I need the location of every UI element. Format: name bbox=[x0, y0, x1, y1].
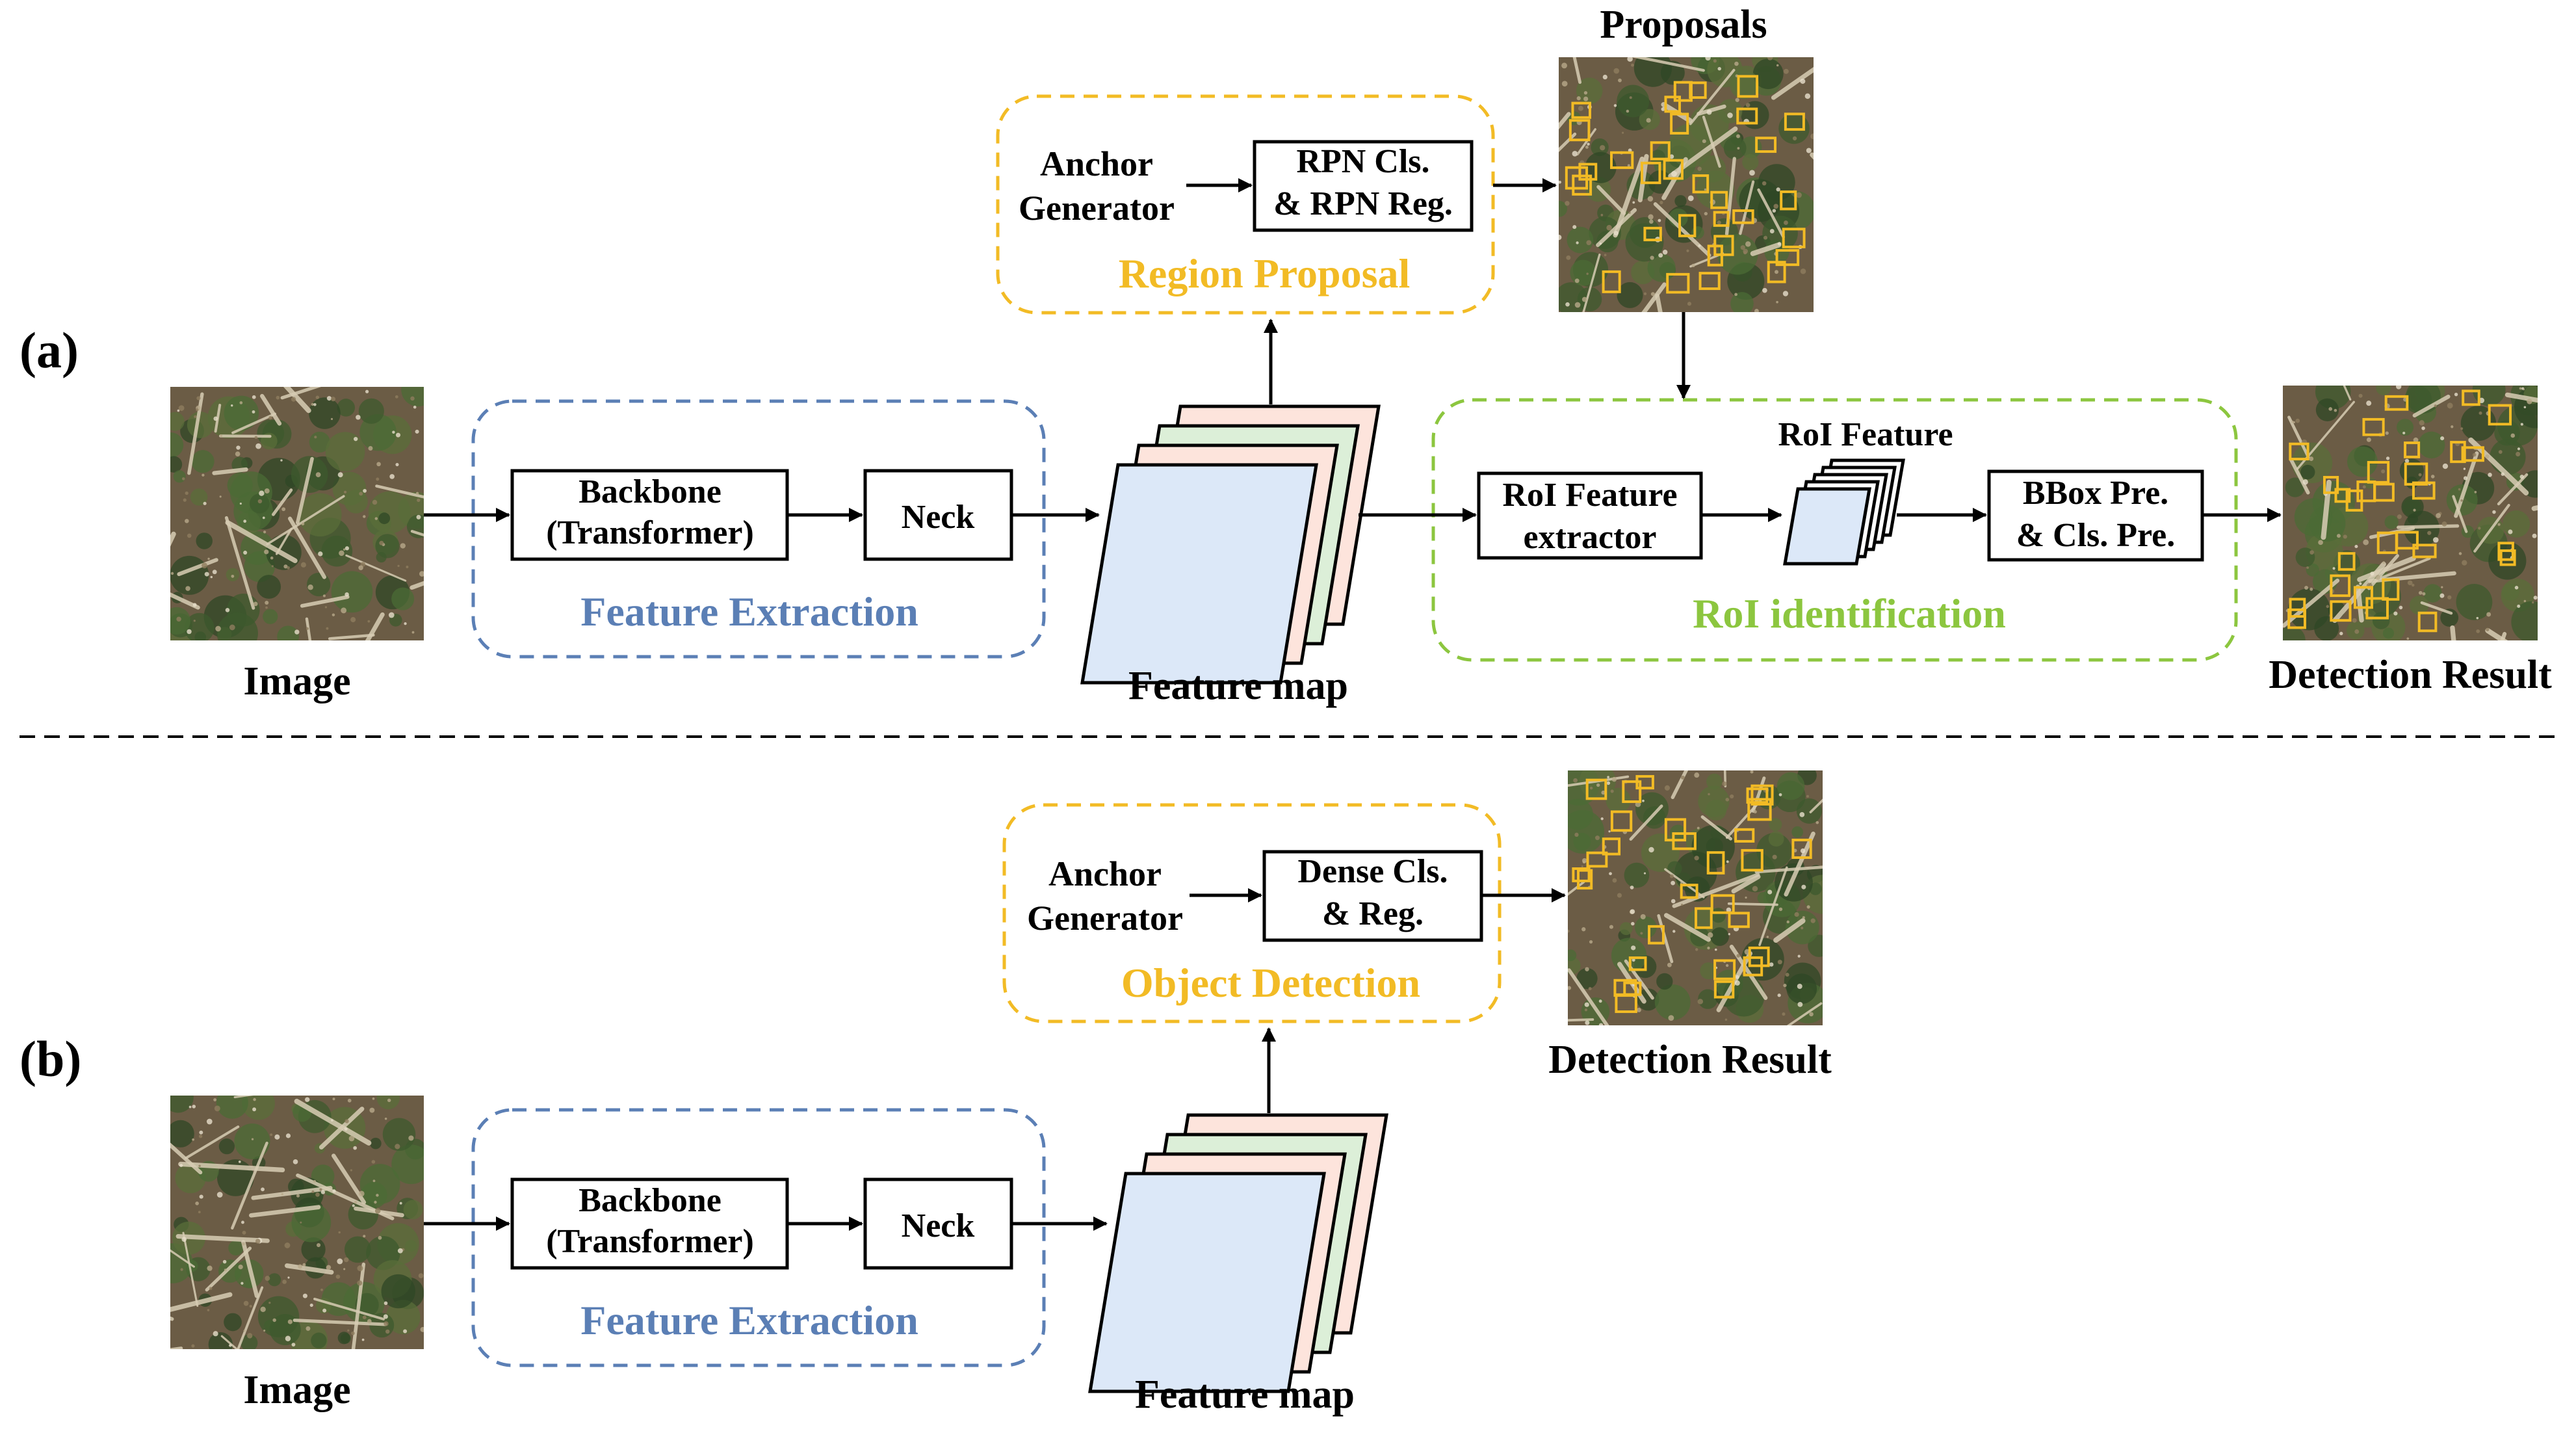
neck-label-a: Neck bbox=[902, 499, 975, 536]
backbone-line1-b: Backbone bbox=[579, 1182, 722, 1219]
arrows-a bbox=[424, 178, 2282, 522]
rpn-line2: & RPN Reg. bbox=[1273, 185, 1453, 222]
neck-box-a bbox=[863, 469, 1013, 561]
feature-extraction-title-a: Feature Extraction bbox=[580, 588, 918, 635]
bbox-pre-line1: BBox Pre. bbox=[2023, 475, 2168, 512]
anchor-generator-line1-b: Anchor bbox=[1048, 854, 1162, 893]
anchor-generator-line2-a: Generator bbox=[1019, 189, 1175, 228]
dense-box bbox=[1262, 850, 1483, 942]
object-detection-title: Object Detection bbox=[1121, 960, 1420, 1006]
input-image-a bbox=[170, 387, 424, 640]
feature-extraction-group-b bbox=[471, 1108, 1046, 1367]
feature-map-a bbox=[1080, 404, 1381, 685]
feature-map-layer bbox=[1088, 1172, 1326, 1393]
rpn-box bbox=[1253, 140, 1474, 232]
roi-feature-extractor-line1: RoI Feature bbox=[1502, 477, 1677, 514]
input-image-b bbox=[170, 1096, 424, 1349]
arrows-b bbox=[424, 888, 1566, 1231]
region-proposal-group bbox=[996, 94, 1495, 315]
detection-result-label-b: Detection Result bbox=[1548, 1038, 1832, 1082]
dense-line2: & Reg. bbox=[1322, 895, 1424, 932]
image-label-b: Image bbox=[243, 1368, 350, 1412]
image-label-a: Image bbox=[243, 659, 350, 703]
feature-extraction-title-b: Feature Extraction bbox=[580, 1297, 918, 1343]
anchor-generator-line1-a: Anchor bbox=[1040, 144, 1153, 183]
neck-label-b: Neck bbox=[902, 1207, 975, 1244]
roi-feature-label: RoI Feature bbox=[1778, 416, 1953, 453]
dense-line1: Dense Cls. bbox=[1297, 853, 1448, 890]
feature-map-layer bbox=[1080, 463, 1318, 685]
object-detection-group bbox=[1002, 803, 1502, 1023]
panel-a-label: (a) bbox=[20, 322, 79, 378]
backbone-line2-a: (Transformer) bbox=[546, 514, 754, 551]
neck-box-b bbox=[863, 1177, 1013, 1270]
proposals-label: Proposals bbox=[1600, 3, 1767, 47]
region-proposal-title: Region Proposal bbox=[1119, 250, 1411, 296]
rpn-line1: RPN Cls. bbox=[1296, 143, 1429, 180]
roi-identification-group bbox=[1431, 398, 2238, 662]
panel-b-label: (b) bbox=[20, 1031, 81, 1087]
anchor-generator-line2-b: Generator bbox=[1027, 899, 1183, 938]
proposals-image bbox=[1559, 57, 1814, 312]
roi-feature-layer bbox=[1783, 487, 1871, 566]
backbone-line2-b: (Transformer) bbox=[546, 1223, 754, 1260]
detection-result-image-a bbox=[2283, 386, 2538, 640]
backbone-line1-a: Backbone bbox=[579, 473, 722, 510]
detection-result-label-a: Detection Result bbox=[2269, 653, 2552, 697]
roi-feature-stack bbox=[1783, 458, 1905, 566]
feature-map-label-b: Feature map bbox=[1135, 1373, 1355, 1417]
feature-map-b bbox=[1088, 1113, 1388, 1393]
panel-a: (a) Image Feature Extraction Backbone (T… bbox=[20, 3, 2552, 708]
roi-identification-title: RoI identification bbox=[1693, 590, 2006, 637]
feature-extraction-group-a bbox=[471, 399, 1046, 659]
backbone-box-a bbox=[510, 469, 789, 561]
backbone-box-b bbox=[510, 1177, 789, 1270]
detection-result-image-b bbox=[1568, 770, 1823, 1025]
bbox-pre-line2: & Cls. Pre. bbox=[2016, 517, 2176, 554]
roi-feature-extractor-line2: extractor bbox=[1524, 519, 1657, 556]
panel-b: (b) Image Feature Extraction Backbone (T… bbox=[20, 770, 1832, 1417]
feature-map-label-a: Feature map bbox=[1128, 664, 1348, 708]
